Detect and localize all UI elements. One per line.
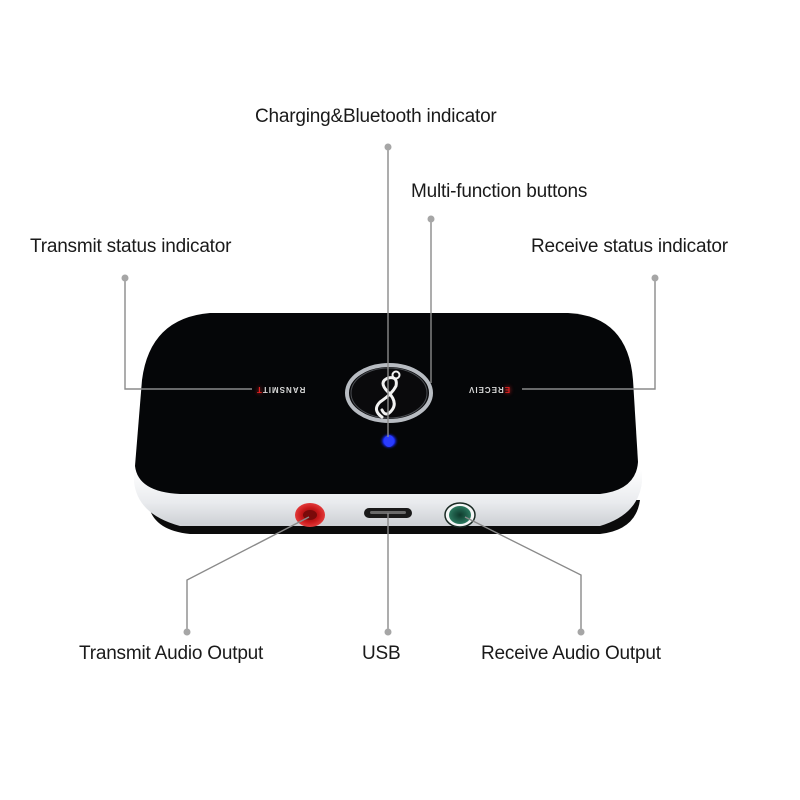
label-charging-bluetooth: Charging&Bluetooth indicator — [255, 106, 497, 127]
label-receive-status: Receive status indicator — [531, 236, 728, 257]
transmit-engraving: RANSMITT — [256, 385, 306, 394]
transmit-audio-jack — [295, 503, 325, 527]
label-multi-function: Multi-function buttons — [411, 181, 588, 202]
leader-dots — [121, 143, 659, 636]
receive-engraving: ERECEIV — [468, 385, 511, 394]
label-transmit-audio: Transmit Audio Output — [79, 643, 264, 664]
label-receive-audio: Receive Audio Output — [481, 643, 661, 664]
receive-audio-jack — [444, 502, 476, 528]
leader-lines — [124, 148, 656, 631]
label-transmit-status: Transmit status indicator — [30, 236, 232, 257]
label-usb: USB — [362, 643, 401, 664]
multi-function-button[interactable] — [345, 363, 433, 423]
